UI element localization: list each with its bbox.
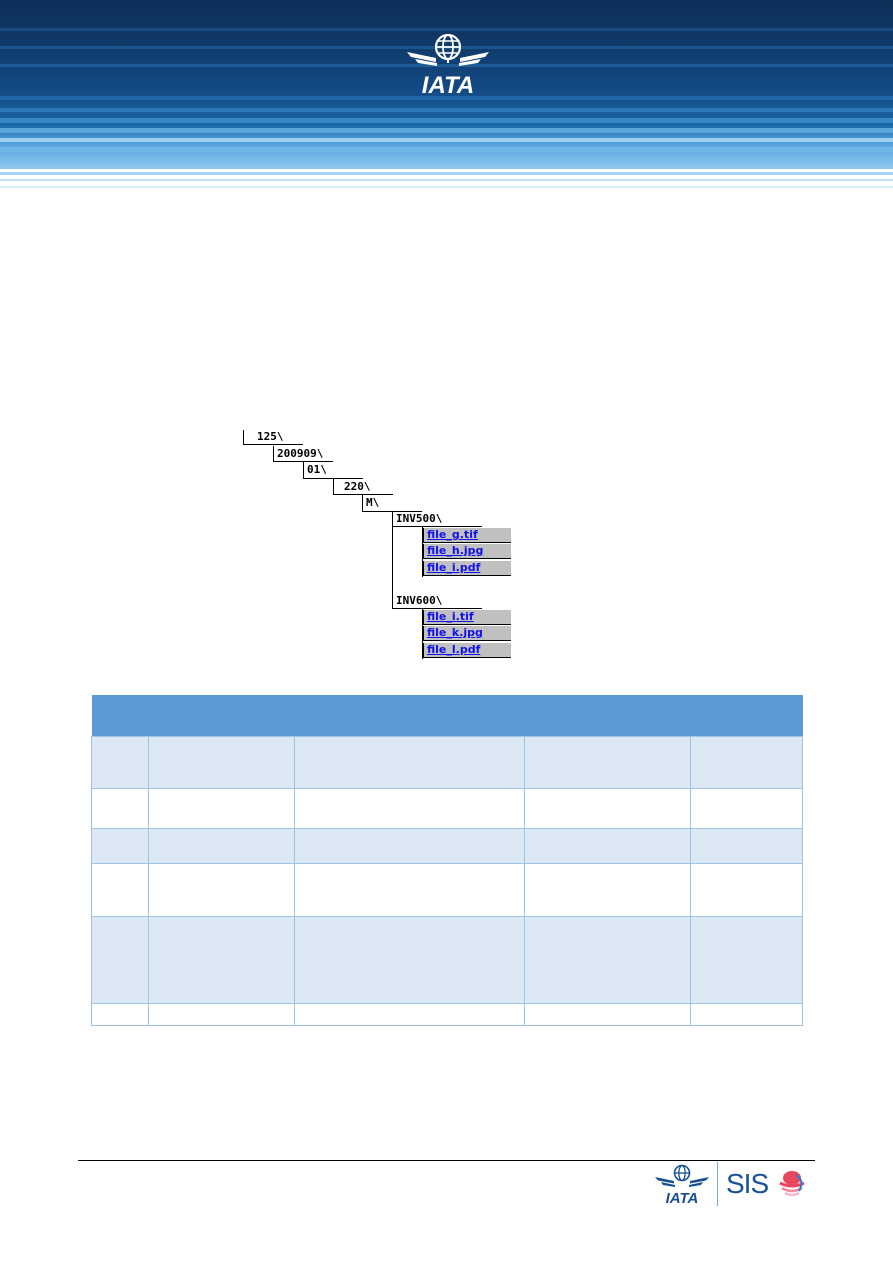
banner-stripe	[0, 147, 893, 152]
sis-logo-text: SIS	[726, 1168, 769, 1199]
tree-connector	[392, 512, 393, 608]
footer-rule	[78, 1160, 815, 1161]
banner-stripe	[0, 28, 893, 31]
file-link[interactable]: file_l.pdf	[423, 643, 511, 658]
table-cell	[690, 916, 803, 1004]
folder-billing-period: 200909\	[277, 447, 324, 460]
folder-airline-code: 125\	[257, 430, 284, 443]
tree-connector	[392, 526, 482, 527]
table-cell	[524, 736, 692, 789]
tree-connector	[333, 494, 393, 495]
table-cell	[293, 1003, 526, 1026]
banner-stripe	[0, 118, 893, 123]
table-cell	[524, 828, 692, 864]
tree-connector	[362, 511, 422, 512]
tree-connector	[392, 608, 482, 609]
table-cell	[91, 788, 149, 829]
file-link[interactable]: file_h.jpg	[423, 544, 511, 559]
iata-logo-text: IATA	[422, 72, 474, 96]
file-link[interactable]: file_g.tif	[423, 528, 511, 543]
tree-connector	[273, 461, 333, 462]
table-cell	[91, 916, 149, 1004]
table-header-cell	[91, 695, 803, 737]
table-row	[91, 828, 803, 864]
table-row	[91, 863, 803, 917]
banner-stripe	[0, 96, 893, 100]
table-cell	[690, 788, 803, 829]
footer-divider	[717, 1162, 718, 1206]
table-cell	[91, 1003, 149, 1026]
table-row	[91, 736, 803, 789]
banner-stripe	[0, 165, 893, 169]
table-cell	[91, 828, 149, 864]
file-link[interactable]: file_k.jpg	[423, 626, 511, 641]
table-cell	[147, 863, 295, 917]
footer-iata-logo-text: IATA	[666, 1190, 699, 1206]
tree-connector	[422, 609, 423, 659]
table-cell	[293, 736, 526, 789]
table-cell	[690, 736, 803, 789]
table-cell	[524, 1003, 692, 1026]
table-cell	[147, 736, 295, 789]
table-row	[91, 788, 803, 829]
tree-connector	[243, 430, 244, 445]
banner-stripe	[0, 64, 893, 67]
table-cell	[147, 1003, 295, 1026]
table-cell	[524, 863, 692, 917]
table-cell	[524, 788, 692, 829]
folder-invoice: INV500\	[396, 512, 443, 525]
table-row	[91, 1003, 803, 1026]
table-cell	[690, 828, 803, 864]
tree-connector	[422, 527, 423, 577]
table-cell	[91, 863, 149, 917]
table-cell	[293, 828, 526, 864]
table-row	[91, 916, 803, 1004]
table-cell	[293, 788, 526, 829]
folder-invoice: INV600\	[396, 594, 443, 607]
file-link[interactable]: file_i.tif	[423, 610, 511, 625]
table-cell	[690, 1003, 803, 1026]
banner-stripe	[0, 108, 893, 112]
folder-billing-category: M\	[366, 496, 380, 509]
folder-tree-diagram: 125\ 200909\ 01\ 220\ M\ INV500\ file_g.…	[243, 430, 511, 659]
table-cell	[147, 788, 295, 829]
table-cell	[524, 916, 692, 1004]
tree-connector	[303, 462, 304, 478]
tree-connector	[333, 479, 334, 494]
sis-swirl-icon	[779, 1171, 805, 1197]
folder-billed-airline: 220\	[344, 480, 371, 493]
banner-stripe	[0, 186, 893, 188]
tree-connector	[243, 444, 303, 445]
banner-stripe	[0, 138, 893, 142]
table-cell	[293, 863, 526, 917]
banner-gradient	[0, 0, 893, 165]
table-cell	[147, 916, 295, 1004]
table-cell	[293, 916, 526, 1004]
table-header-row	[91, 695, 803, 737]
table-cell	[690, 863, 803, 917]
banner-stripe	[0, 172, 893, 175]
folder-period-number: 01\	[307, 463, 327, 476]
banner-stripe	[0, 128, 893, 133]
tree-connector	[303, 478, 363, 479]
header-banner: IATA	[0, 0, 893, 192]
table-cell	[147, 828, 295, 864]
banner-stripe	[0, 179, 893, 181]
footer-iata-logo: IATA	[655, 1164, 709, 1206]
tree-connector	[273, 446, 274, 461]
tree-connector	[362, 495, 363, 511]
file-link[interactable]: file_i.pdf	[423, 561, 511, 576]
data-table	[91, 695, 803, 1026]
table-cell	[91, 736, 149, 789]
iata-logo: IATA	[407, 33, 489, 96]
